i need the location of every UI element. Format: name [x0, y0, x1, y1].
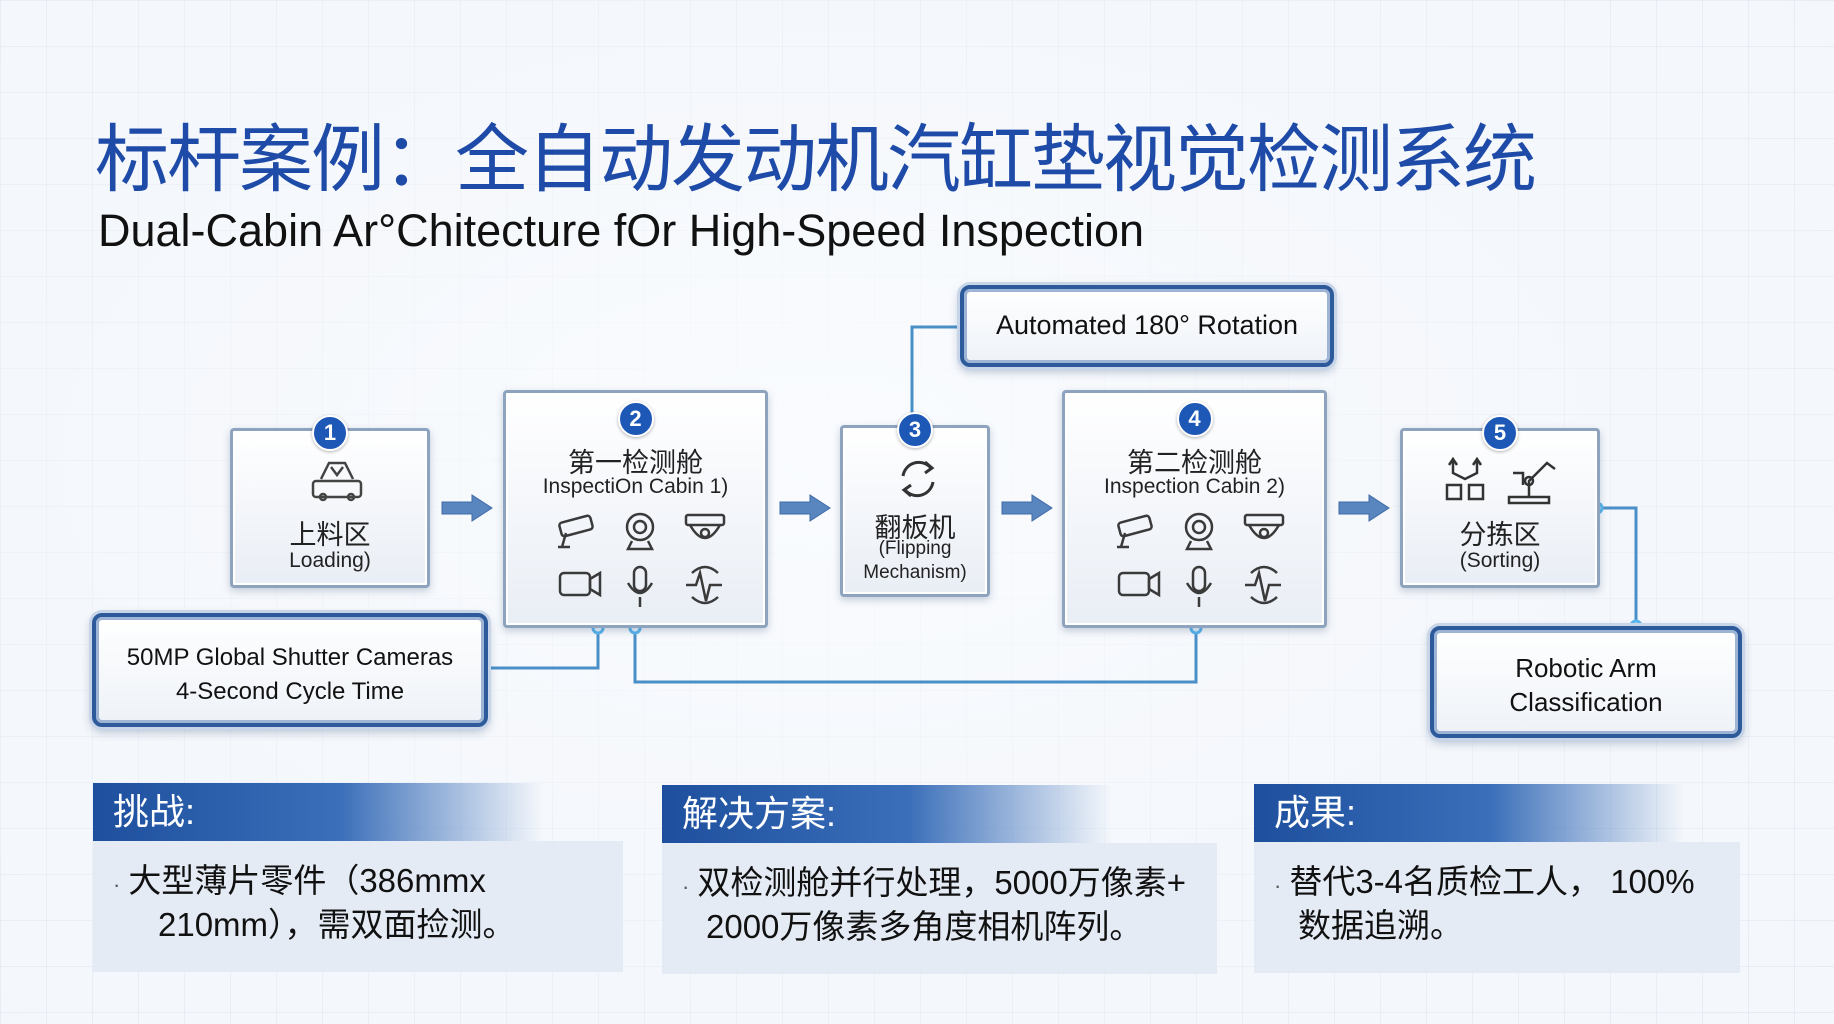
camera-connector — [478, 628, 600, 670]
arrow-3-4 — [1001, 494, 1053, 522]
robotic-callout-line2: Classification — [1509, 687, 1663, 717]
step-5-badge: 5 — [1482, 415, 1518, 451]
rotation-callout-text: Automated 180° Rotation — [996, 310, 1298, 340]
result-header: 成果: — [1254, 784, 1684, 842]
rotate-arrows-icon — [901, 460, 935, 498]
webcam-icon — [625, 512, 655, 551]
sorting-icons — [1445, 456, 1556, 505]
step-4-en: Inspection Cabin 2) — [1104, 475, 1285, 498]
step-3-en1: (Flipping — [878, 538, 952, 559]
step-5-en: (Sorting) — [1459, 549, 1541, 572]
page-subtitle: Dual-Cabin Ar°Chitecture fOr High-Speed … — [98, 205, 1145, 256]
camera-callout: 50MP Global Shutter Cameras 4-Second Cyc… — [92, 613, 488, 727]
rotation-callout: Automated 180° Rotation — [960, 285, 1334, 367]
step-cabin-1: 2 第一检测舱 InspectiOn Cabin 1) — [503, 390, 768, 628]
step-sorting: 5 分拣区 (Sorting) — [1400, 415, 1600, 588]
step-3-cn: 翻板机 — [874, 513, 956, 543]
step-1-badge: 1 — [312, 415, 348, 451]
step-5-cn: 分拣区 — [1459, 520, 1541, 550]
sorting-boxes-icon — [1445, 456, 1485, 501]
cabin-2-sensor-icons — [1117, 512, 1285, 607]
dome-camera-icon — [684, 513, 726, 540]
step-4-cn: 第二检测舱 — [1127, 448, 1262, 478]
rotation-connector — [910, 325, 960, 425]
solution-body: ·双检测舱并行处理，5000万像素+ 2000万像素多角度相机阵列。 — [662, 843, 1217, 974]
step-3-badge: 3 — [897, 412, 933, 448]
challenge-header: 挑战: — [93, 783, 543, 841]
robotic-callout: Robotic Arm Classification — [1430, 626, 1742, 738]
step-3-en2: Mechanism) — [863, 562, 967, 583]
robotic-connector — [1597, 506, 1638, 626]
solution-header: 解决方案: — [662, 785, 1112, 843]
page-title: 标杆案例：全自动发动机汽缸垫视觉检测系统 — [95, 118, 1537, 201]
dome-camera-icon — [1243, 513, 1285, 540]
step-2-en: InspectiOn Cabin 1) — [542, 475, 729, 498]
conveyor-loading-icon — [311, 461, 363, 502]
step-1-en: Loading) — [289, 549, 371, 572]
security-camera-icon — [558, 514, 594, 549]
step-1-cn: 上料区 — [289, 520, 371, 550]
cabin-link-connector — [633, 628, 1198, 684]
security-camera-icon — [1117, 514, 1153, 549]
step-2-badge: 2 — [617, 401, 654, 437]
solution-line1: ·双检测舱并行处理，5000万像素+ — [682, 864, 1187, 901]
microphone-icon — [626, 565, 654, 607]
result-line2: 数据追溯。 — [1298, 907, 1463, 944]
challenge-body: ·大型薄片零件（386mmx 210mm），需双面捡测。 — [93, 841, 623, 972]
robotic-callout-line1: Robotic Arm — [1515, 653, 1657, 683]
cabin-1-sensor-icons — [558, 512, 726, 607]
video-camera-icon — [1117, 570, 1161, 598]
webcam-icon — [1184, 512, 1214, 551]
result-body: ·替代3-4名质检工人， 100% 数据追溯。 — [1254, 842, 1740, 973]
sound-sensor-icon — [686, 565, 722, 605]
solution-line2: 2000万像素多角度相机阵列。 — [706, 908, 1143, 945]
camera-callout-line1: 50MP Global Shutter Cameras — [126, 644, 454, 671]
robot-arm-icon — [1507, 461, 1556, 505]
camera-callout-line2: 4-Second Cycle Time — [175, 678, 405, 705]
step-cabin-2: 4 第二检测舱 Inspection Cabin 2) — [1062, 390, 1327, 628]
arrow-2-3 — [779, 494, 831, 522]
result-line1: ·替代3-4名质检工人， 100% — [1274, 863, 1695, 900]
step-flipping: 3 翻板机 (Flipping Mechanism) — [840, 412, 990, 597]
video-camera-icon — [558, 570, 602, 598]
sound-sensor-icon — [1245, 565, 1281, 605]
microphone-icon — [1185, 565, 1213, 607]
arrow-1-2 — [441, 494, 493, 522]
challenge-line2: 210mm），需双面捡测。 — [158, 906, 516, 943]
step-4-badge: 4 — [1176, 401, 1213, 437]
challenge-line1: ·大型薄片零件（386mmx — [113, 862, 486, 899]
arrow-4-5 — [1338, 494, 1390, 522]
step-2-cn: 第一检测舱 — [568, 448, 703, 478]
step-loading: 1 上料区 Loading) — [230, 415, 430, 588]
